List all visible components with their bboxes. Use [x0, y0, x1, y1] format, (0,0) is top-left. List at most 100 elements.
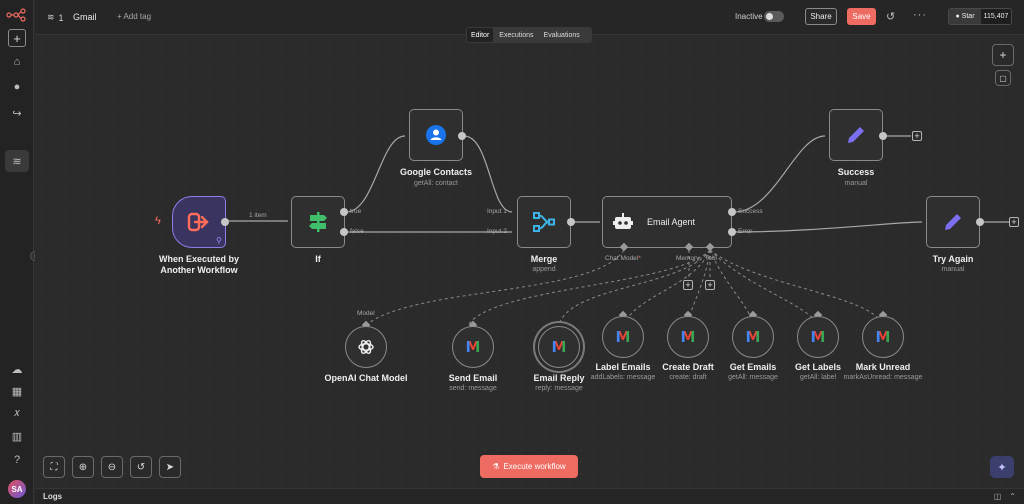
node-email-reply[interactable]: M — [538, 326, 580, 368]
tab-editor[interactable]: Editor — [467, 28, 494, 42]
node-get-labels[interactable]: M — [797, 316, 839, 358]
try-again-output-handle[interactable] — [976, 218, 984, 226]
history-icon[interactable]: ↺ — [886, 11, 896, 23]
success-add-button[interactable]: + — [912, 131, 922, 141]
required-mark: * — [638, 255, 641, 262]
active-status-label: Inactive — [735, 12, 763, 21]
n8n-logo-icon[interactable] — [6, 8, 28, 22]
if-false-handle[interactable] — [340, 228, 348, 236]
active-toggle[interactable] — [764, 11, 784, 22]
edge-item-count: 1 item — [249, 212, 267, 219]
if-false-label: false — [350, 228, 364, 235]
node-if[interactable] — [291, 196, 345, 248]
get-emails-label: Get Emails — [729, 362, 777, 372]
node-email-agent[interactable]: Email Agent — [602, 196, 732, 248]
add-node-button[interactable]: + — [992, 44, 1014, 66]
save-button[interactable]: Save — [847, 8, 876, 25]
tool-label: Tool — [705, 255, 717, 262]
chevron-up-icon[interactable]: ⌃ — [1009, 492, 1016, 501]
zoom-out-icon[interactable]: ⊖ — [101, 456, 123, 478]
popout-icon[interactable]: ◫ — [993, 492, 1002, 501]
workflow-name[interactable]: Gmail — [73, 12, 97, 22]
openai-model-port-label: Model — [357, 310, 375, 317]
share-arrow-icon[interactable]: ↪ — [12, 107, 22, 120]
sticky-note-icon[interactable]: ▢ — [995, 70, 1011, 86]
templates-icon[interactable]: ▦ — [11, 385, 23, 398]
google-contacts-icon — [426, 125, 446, 145]
agent-label: Email Agent — [647, 217, 696, 227]
success-sub: manual — [844, 180, 868, 187]
cloud-icon[interactable]: ☁ — [11, 363, 23, 376]
logs-panel[interactable]: Logs ◫ ⌃ — [35, 488, 1024, 504]
node-send-email[interactable]: M — [452, 326, 494, 368]
node-merge[interactable] — [517, 196, 571, 248]
node-trigger[interactable] — [172, 196, 226, 248]
home-icon[interactable]: ⌂ — [13, 56, 21, 68]
success-label: Success — [837, 167, 875, 177]
openai-label: OpenAI Chat Model — [324, 373, 408, 383]
node-mark-unread[interactable]: M — [862, 316, 904, 358]
label-emails-sub: addLabels: message — [590, 374, 656, 381]
create-draft-sub: create: draft — [669, 374, 707, 381]
email-reply-sub: reply: message — [535, 385, 583, 392]
create-button[interactable]: + — [8, 29, 26, 47]
avatar[interactable]: SA — [8, 480, 26, 498]
cursor-tool-icon[interactable]: ➤ — [159, 456, 181, 478]
left-sidebar: + ⌂ ● ↪ ≋ ☁ ▦ 𝑥 ▥ ? SA — [0, 0, 34, 504]
github-star-label: Star — [961, 13, 975, 20]
node-try-again[interactable] — [926, 196, 980, 248]
add-tool-button[interactable]: + — [705, 280, 715, 290]
fit-view-icon[interactable]: ⛶ — [43, 456, 65, 478]
agent-error-handle[interactable] — [728, 228, 736, 236]
trigger-output-handle[interactable] — [221, 218, 229, 226]
variables-icon[interactable]: 𝑥 — [13, 406, 21, 419]
mark-unread-label: Mark Unread — [855, 362, 911, 372]
if-label: If — [315, 254, 321, 264]
execute-workflow-trigger-icon — [187, 212, 209, 232]
merge-label: Merge — [530, 254, 558, 264]
more-options-icon[interactable]: ··· — [913, 9, 927, 21]
help-icon[interactable]: ? — [13, 454, 21, 466]
user-icon[interactable]: ● — [13, 81, 21, 93]
merge-input1-label: Input 1 — [487, 208, 507, 215]
add-tag-button[interactable]: + Add tag — [117, 12, 152, 21]
agent-success-handle[interactable] — [728, 208, 736, 216]
execute-workflow-button[interactable]: ⚗ Execute workflow — [480, 455, 578, 478]
merge-icon — [533, 212, 555, 232]
tab-executions[interactable]: Executions — [499, 31, 534, 39]
layers-icon[interactable]: ≋ — [5, 150, 29, 172]
gmail-icon: M — [680, 328, 696, 346]
contacts-output-handle[interactable] — [458, 132, 466, 140]
reset-zoom-icon[interactable]: ↺ — [130, 456, 152, 478]
ai-assistant-icon[interactable]: ✦ — [990, 456, 1014, 478]
gmail-icon: M — [551, 338, 567, 356]
layers-icon: ≋ — [47, 12, 55, 22]
get-emails-sub: getAll: message — [728, 374, 778, 381]
zoom-in-icon[interactable]: ⊕ — [72, 456, 94, 478]
merge-output-handle[interactable] — [567, 218, 575, 226]
try-again-add-button[interactable]: + — [1009, 217, 1019, 227]
node-get-emails[interactable]: M — [732, 316, 774, 358]
success-output-handle[interactable] — [879, 132, 887, 140]
node-create-draft[interactable]: M — [667, 316, 709, 358]
node-success[interactable] — [829, 109, 883, 161]
github-star-button[interactable]: ●Star 115,407 — [948, 8, 1012, 25]
try-again-label: Try Again — [932, 254, 974, 264]
memory-label: Memory — [676, 255, 700, 262]
get-labels-label: Get Labels — [794, 362, 842, 372]
project-indicator[interactable]: ≋ 1 — [47, 12, 64, 23]
node-openai-chat-model[interactable] — [345, 326, 387, 368]
share-button[interactable]: Share — [805, 8, 837, 25]
trigger-label-line1: When Executed by — [158, 254, 240, 264]
if-true-handle[interactable] — [340, 208, 348, 216]
project-count: 1 — [58, 12, 64, 23]
contacts-label: Google Contacts — [399, 167, 473, 177]
robot-icon — [613, 213, 633, 229]
send-email-sub: send: message — [449, 385, 497, 392]
add-memory-button[interactable]: + — [683, 280, 693, 290]
node-google-contacts[interactable] — [409, 109, 463, 161]
insights-icon[interactable]: ▥ — [11, 430, 23, 443]
node-label-emails[interactable]: M — [602, 316, 644, 358]
tab-evaluations[interactable]: Evaluations — [543, 31, 580, 39]
merge-input2-label: Input 2 — [487, 228, 507, 235]
